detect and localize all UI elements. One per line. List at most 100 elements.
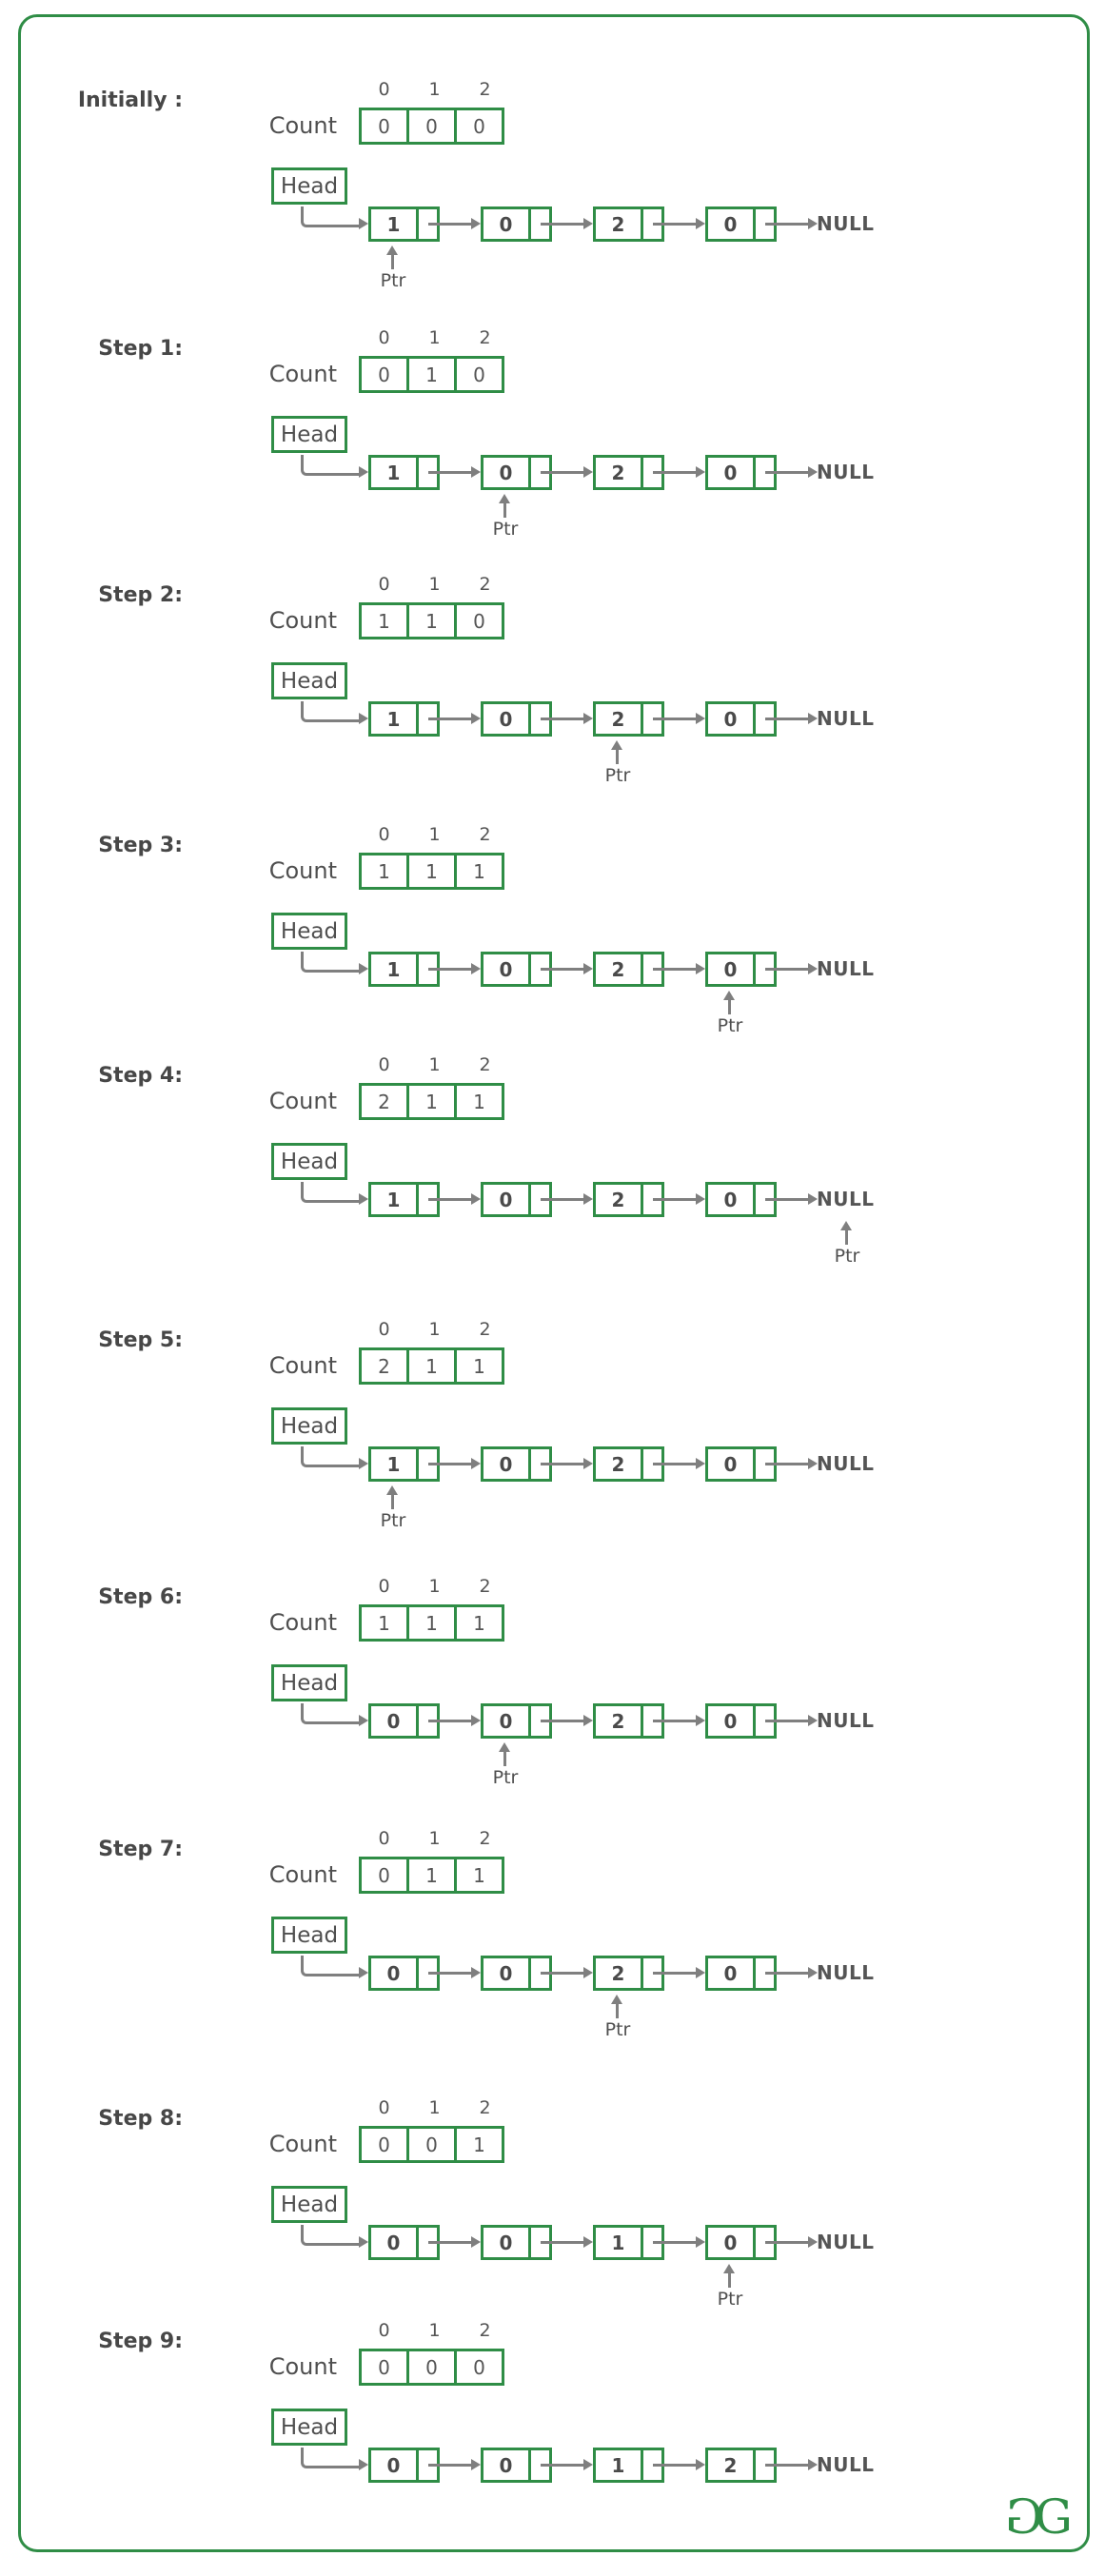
count-index-label: 1 bbox=[428, 574, 441, 595]
ptr-label: Ptr bbox=[492, 1767, 519, 1788]
count-cell: 0 bbox=[406, 108, 457, 145]
list-node: 0 bbox=[368, 2225, 440, 2260]
arrow-right-icon bbox=[471, 466, 481, 478]
node-value-cell: 2 bbox=[593, 455, 643, 490]
node-value-cell: 0 bbox=[481, 2225, 531, 2260]
node-value-cell: 2 bbox=[593, 1182, 643, 1217]
node-value-cell: 0 bbox=[705, 1956, 756, 1991]
node-value-cell: 1 bbox=[368, 952, 419, 987]
arrow-right-icon bbox=[583, 713, 593, 724]
count-cell: 1 bbox=[454, 1604, 504, 1642]
count-index-label: 2 bbox=[479, 1054, 491, 1075]
node-value-cell: 0 bbox=[705, 455, 756, 490]
node-value-cell: 1 bbox=[593, 2448, 643, 2483]
ptr-label: Ptr bbox=[717, 2289, 743, 2310]
node-value-cell: 2 bbox=[593, 952, 643, 987]
count-index-label: 1 bbox=[428, 2320, 441, 2341]
node-link-arrow bbox=[428, 2241, 471, 2244]
count-cell: 1 bbox=[359, 1604, 409, 1642]
head-elbow-arrow bbox=[301, 2448, 362, 2468]
arrow-right-icon bbox=[696, 1967, 705, 1978]
node-link-arrow bbox=[541, 2464, 583, 2467]
head-box: Head bbox=[271, 1917, 347, 1954]
gfg-logo: GG bbox=[1005, 2489, 1073, 2545]
arrow-right-icon bbox=[359, 1967, 368, 1978]
null-label: NULL bbox=[817, 2231, 875, 2253]
count-cell: 0 bbox=[359, 356, 409, 393]
node-value-cell: 1 bbox=[368, 206, 419, 242]
head-box: Head bbox=[271, 662, 347, 699]
gfg-logo-g-glyph: G bbox=[1034, 2489, 1073, 2545]
count-index-label: 2 bbox=[479, 1319, 491, 1340]
node-link-arrow bbox=[541, 2241, 583, 2244]
list-node: 0 bbox=[705, 1956, 777, 1991]
arrow-up-icon bbox=[840, 1221, 852, 1230]
node-link-arrow bbox=[653, 2241, 696, 2244]
head-box: Head bbox=[271, 1664, 347, 1701]
head-box: Head bbox=[271, 2186, 347, 2223]
count-cell: 0 bbox=[359, 2349, 409, 2386]
count-index-label: 0 bbox=[378, 1319, 390, 1340]
count-index-label: 0 bbox=[378, 79, 390, 100]
node-link-arrow bbox=[541, 471, 583, 474]
node-value-cell: 0 bbox=[705, 2225, 756, 2260]
node-value-cell: 0 bbox=[705, 1446, 756, 1482]
arrow-right-icon bbox=[696, 1715, 705, 1726]
node-value-cell: 1 bbox=[368, 1182, 419, 1217]
step-label: Step 7: bbox=[98, 1838, 183, 1861]
node-link-arrow bbox=[428, 1720, 471, 1722]
node-link-arrow bbox=[765, 223, 808, 226]
count-cell: 0 bbox=[454, 356, 504, 393]
count-cell: 0 bbox=[406, 2126, 457, 2163]
list-node: 0 bbox=[705, 455, 777, 490]
count-cell: 1 bbox=[406, 1604, 457, 1642]
step-label: Step 3: bbox=[98, 834, 183, 857]
node-value-cell: 0 bbox=[368, 1703, 419, 1739]
arrow-right-icon bbox=[471, 713, 481, 724]
node-link-arrow bbox=[765, 1198, 808, 1201]
list-node: 0 bbox=[705, 1182, 777, 1217]
step-label: Initially : bbox=[77, 88, 183, 112]
node-link-arrow bbox=[428, 968, 471, 971]
node-value-cell: 2 bbox=[593, 701, 643, 737]
node-link-arrow bbox=[428, 471, 471, 474]
node-link-arrow bbox=[765, 1463, 808, 1465]
count-label: Count bbox=[268, 112, 337, 139]
ptr-arrow bbox=[616, 748, 619, 764]
node-value-cell: 0 bbox=[481, 701, 531, 737]
arrow-right-icon bbox=[696, 713, 705, 724]
node-link-arrow bbox=[428, 223, 471, 226]
list-node: 0 bbox=[705, 206, 777, 242]
head-elbow-arrow bbox=[301, 206, 362, 227]
list-node: 2 bbox=[593, 1703, 664, 1739]
ptr-arrow bbox=[503, 501, 506, 518]
node-link-arrow bbox=[765, 471, 808, 474]
arrow-right-icon bbox=[808, 1193, 818, 1205]
arrow-right-icon bbox=[583, 2236, 593, 2248]
node-link-arrow bbox=[653, 1720, 696, 1722]
node-link-arrow bbox=[653, 1198, 696, 1201]
arrow-up-icon bbox=[611, 740, 622, 750]
arrow-right-icon bbox=[359, 1715, 368, 1726]
arrow-right-icon bbox=[808, 1715, 818, 1726]
arrow-up-icon bbox=[611, 1995, 622, 2004]
ptr-label: Ptr bbox=[604, 2019, 631, 2040]
arrow-right-icon bbox=[808, 963, 818, 974]
arrow-right-icon bbox=[583, 1458, 593, 1469]
arrow-right-icon bbox=[359, 2236, 368, 2248]
arrow-right-icon bbox=[471, 2236, 481, 2248]
arrow-right-icon bbox=[696, 963, 705, 974]
list-node: 1 bbox=[368, 206, 440, 242]
arrow-right-icon bbox=[696, 466, 705, 478]
list-node: 0 bbox=[481, 1703, 552, 1739]
step-label: Step 2: bbox=[98, 583, 183, 607]
